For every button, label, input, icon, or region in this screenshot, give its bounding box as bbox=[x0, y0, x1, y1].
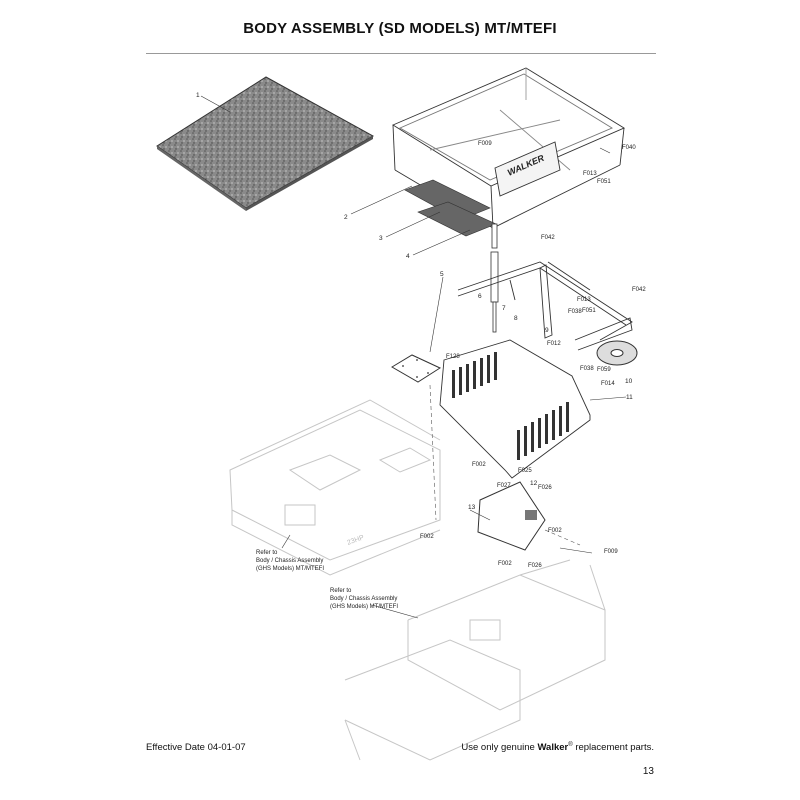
callout-1: 1 bbox=[196, 92, 200, 99]
genuine-parts-notice: Use only genuine Walker® replacement par… bbox=[461, 742, 654, 753]
part-1-mat bbox=[156, 76, 375, 211]
callout-2: 2 bbox=[344, 214, 348, 221]
part-9-hinge-frame bbox=[457, 261, 633, 351]
reference-note-lower: Refer to Body / Chassis Assembly (GHS Mo… bbox=[330, 588, 398, 610]
part-10-pulley bbox=[596, 340, 638, 366]
callout-f026-b: F026 bbox=[528, 563, 542, 569]
callout-8: 8 bbox=[514, 315, 518, 322]
chassis-ghost-upper bbox=[229, 399, 441, 576]
callout-f025: F025 bbox=[518, 468, 532, 474]
svg-text:Body / Chassis Assembly: Body / Chassis Assembly bbox=[256, 558, 323, 564]
callout-6: 6 bbox=[478, 293, 482, 300]
callout-labels: 1 2 3 4 5 6 7 8 9 10 11 12 13 F009 F040 … bbox=[196, 92, 646, 569]
callout-f012: F012 bbox=[547, 341, 561, 347]
part-13-cover-panel bbox=[477, 481, 546, 551]
callout-f038-upper: F038 bbox=[568, 309, 582, 315]
callout-f051-mid: F051 bbox=[582, 308, 596, 314]
callout-3: 3 bbox=[379, 235, 383, 242]
callout-f009-lower: F009 bbox=[604, 549, 618, 555]
notice-registered-mark: ® bbox=[568, 742, 573, 748]
effective-date: Effective Date 04-01-07 bbox=[146, 742, 246, 753]
callout-f042-right: F042 bbox=[632, 287, 646, 293]
callout-f027: F027 bbox=[497, 483, 511, 489]
header-divider bbox=[146, 53, 656, 54]
callout-f009-top: F009 bbox=[478, 141, 492, 147]
page-number: 13 bbox=[642, 766, 654, 777]
callout-f013-top: F013 bbox=[583, 171, 597, 177]
callout-f051-top: F051 bbox=[597, 179, 611, 185]
callout-f042-mid: F042 bbox=[541, 235, 555, 241]
callout-10: 10 bbox=[625, 378, 633, 385]
callout-f128: F128 bbox=[446, 354, 460, 360]
part-6-gas-spring bbox=[490, 223, 499, 333]
svg-text:Body / Chassis Assembly: Body / Chassis Assembly bbox=[330, 596, 397, 602]
svg-text:Refer to: Refer to bbox=[256, 550, 278, 556]
callout-f059: F059 bbox=[597, 367, 611, 373]
callout-4: 4 bbox=[406, 253, 410, 260]
svg-text:(GHS Models) MT/MTEFI: (GHS Models) MT/MTEFI bbox=[330, 604, 398, 610]
callout-f040: F040 bbox=[622, 145, 636, 151]
callout-f013-mid: F013 bbox=[577, 297, 591, 303]
notice-brand: Walker bbox=[537, 742, 569, 754]
callout-13: 13 bbox=[468, 504, 476, 511]
notice-prefix: Use only genuine bbox=[461, 742, 535, 754]
engine-badge: 23HP bbox=[346, 534, 365, 547]
callout-f002-d: F002 bbox=[498, 561, 512, 567]
callout-f002-b: F002 bbox=[548, 528, 562, 534]
reference-note-upper: Refer to Body / Chassis Assembly (GHS Mo… bbox=[256, 550, 324, 572]
callout-5: 5 bbox=[440, 271, 444, 278]
callout-f038-lower: F038 bbox=[580, 366, 594, 372]
notice-suffix: replacement parts. bbox=[575, 742, 654, 754]
callout-11: 11 bbox=[626, 394, 633, 401]
svg-text:Refer to: Refer to bbox=[330, 588, 352, 594]
dashed-alignment-lines bbox=[429, 384, 581, 546]
leader-lines bbox=[200, 95, 627, 619]
callout-9: 9 bbox=[545, 327, 549, 334]
callout-f026-a: F026 bbox=[538, 485, 552, 491]
callout-f014: F014 bbox=[601, 381, 615, 387]
callout-f002-a: F002 bbox=[472, 462, 486, 468]
chassis-ghost-lower bbox=[344, 559, 606, 761]
callout-f002-c: F002 bbox=[420, 534, 434, 540]
part-2-body-tub bbox=[392, 67, 625, 229]
part-5-plate bbox=[391, 354, 442, 383]
page-title: BODY ASSEMBLY (SD MODELS) MT/MTEFI bbox=[243, 20, 557, 37]
callout-7: 7 bbox=[502, 305, 506, 312]
callout-12: 12 bbox=[530, 480, 538, 487]
svg-text:(GHS Models) MT/MTEFI: (GHS Models) MT/MTEFI bbox=[256, 566, 324, 572]
part-11-side-panel bbox=[439, 339, 591, 479]
